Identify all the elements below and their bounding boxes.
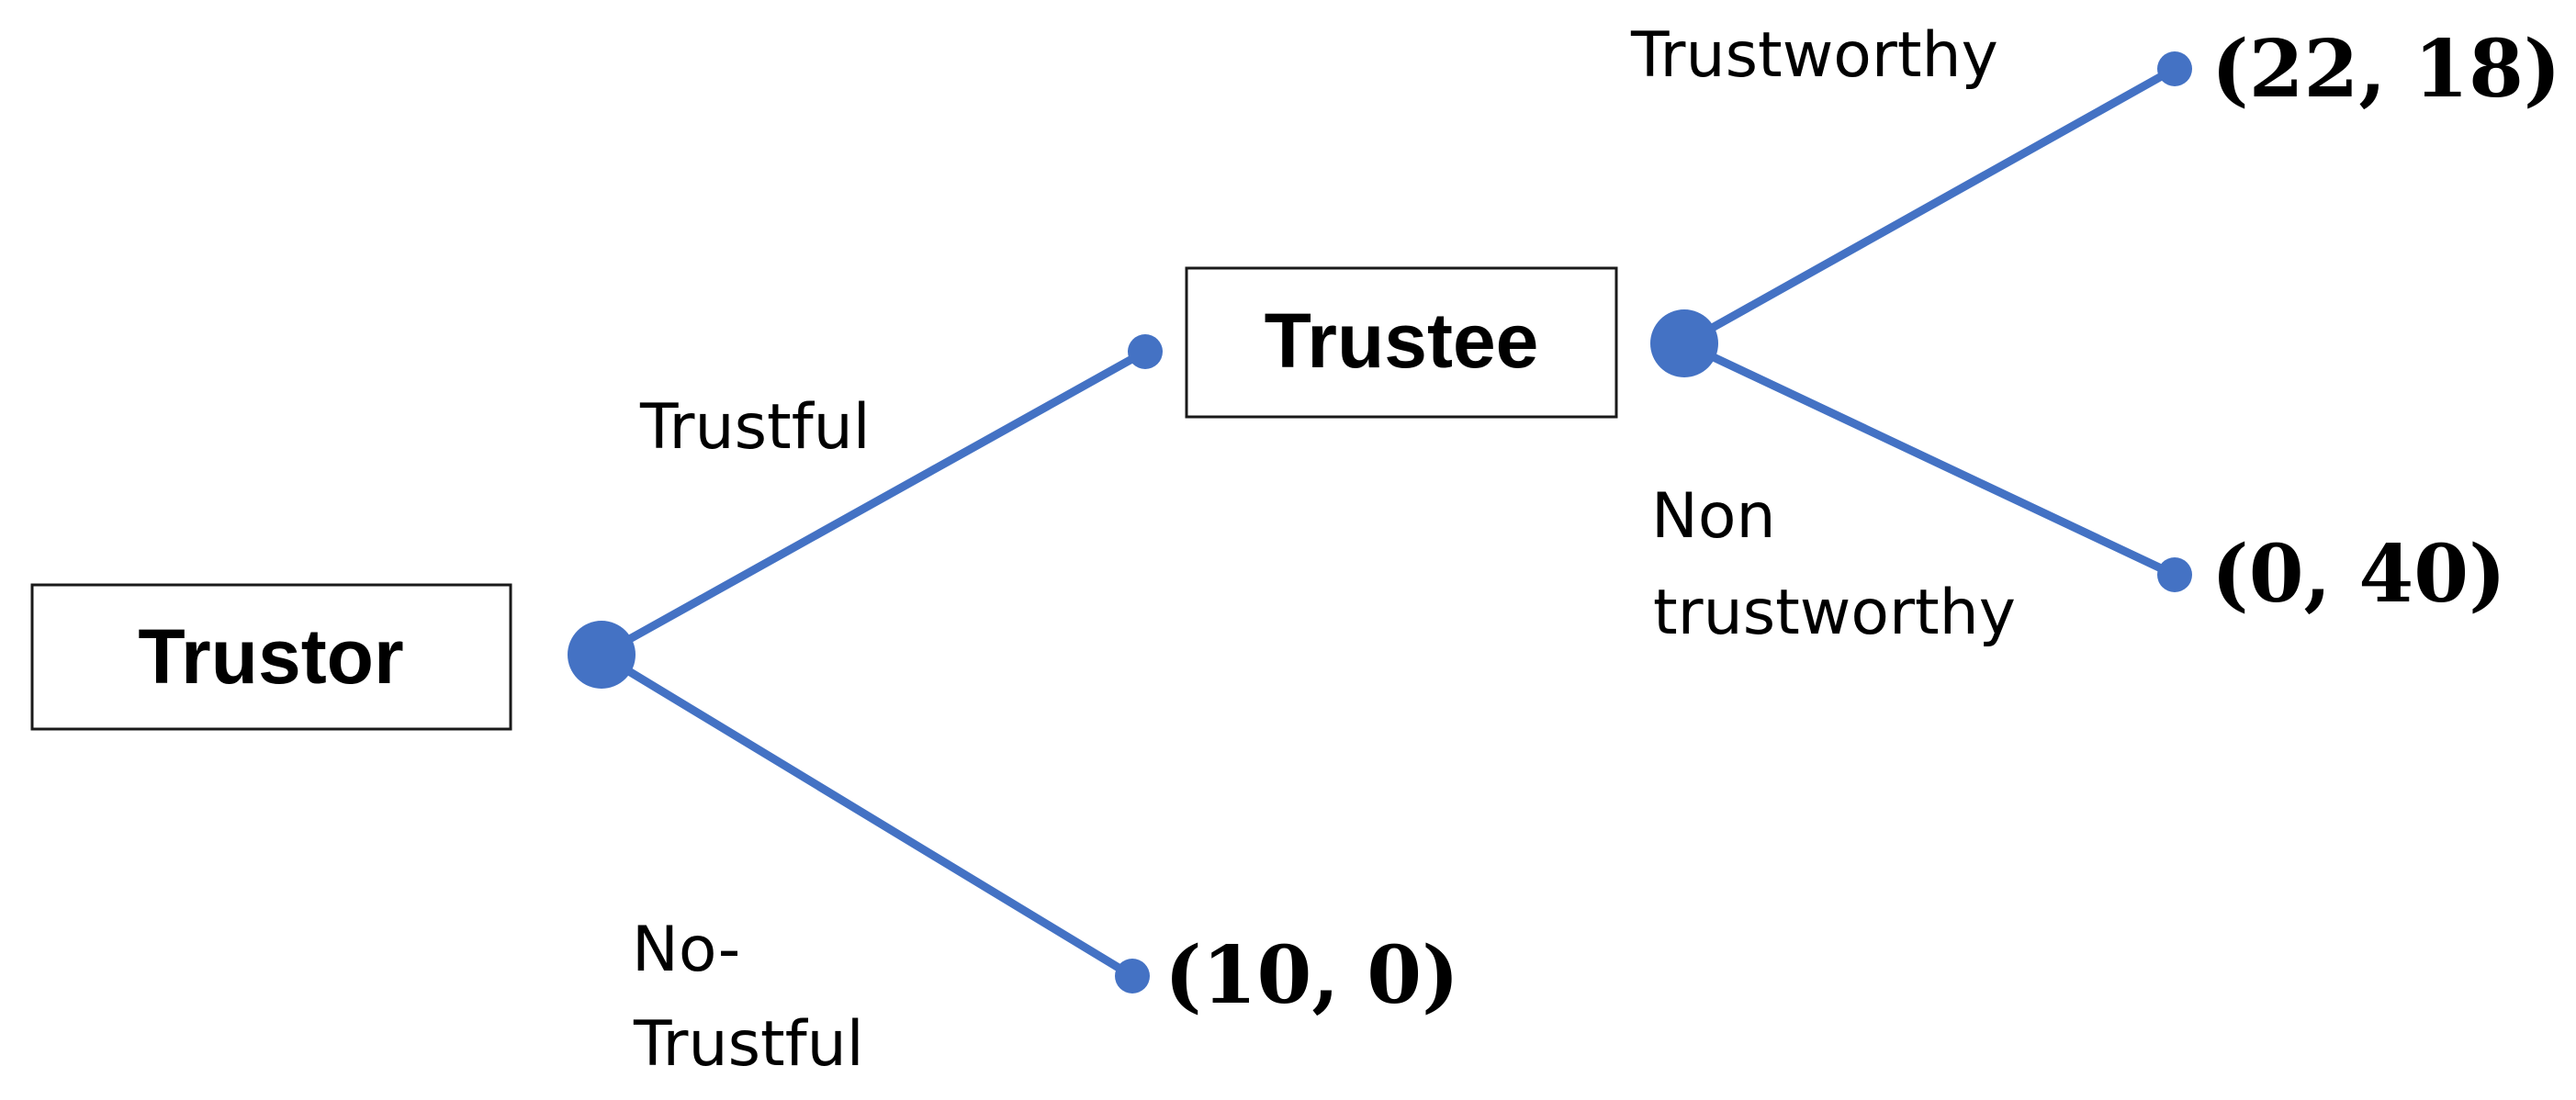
action-no-trustful-label-line2: Trustful	[633, 1008, 864, 1081]
trustor-box: Trustor	[30, 583, 512, 731]
action-trustful-label: Trustful	[639, 391, 871, 464]
trustee-label: Trustee	[1265, 297, 1539, 384]
trustor-decision-node	[568, 621, 636, 689]
payoff-trustworthy: (22, 18)	[2211, 23, 2561, 116]
trustworthy-terminal-node	[2157, 51, 2192, 86]
edge-trustworthy	[1680, 64, 2179, 348]
edge-trustful	[597, 347, 1150, 659]
trustful-endpoint-node	[1128, 334, 1163, 369]
no-trustful-terminal-node	[1115, 959, 1150, 993]
action-trustworthy-label: Trustworthy	[1630, 19, 1998, 92]
trustor-label: Trustor	[138, 613, 403, 700]
trustee-decision-node	[1650, 309, 1718, 377]
action-non-trustworthy-label-line2: trustworthy	[1653, 577, 2016, 649]
payoff-no-trustful: (10, 0)	[1164, 929, 1459, 1022]
action-non-trustworthy-label-line1: Non	[1651, 480, 1776, 553]
edge-non-trustworthy	[1680, 339, 2179, 579]
payoff-non-trustworthy: (0, 40)	[2211, 528, 2506, 621]
non-trustworthy-terminal-node	[2157, 557, 2192, 592]
trustee-box: Trustee	[1185, 266, 1618, 419]
edge-no-trustful	[597, 650, 1137, 981]
action-no-trustful-label-line1: No-	[632, 914, 740, 986]
